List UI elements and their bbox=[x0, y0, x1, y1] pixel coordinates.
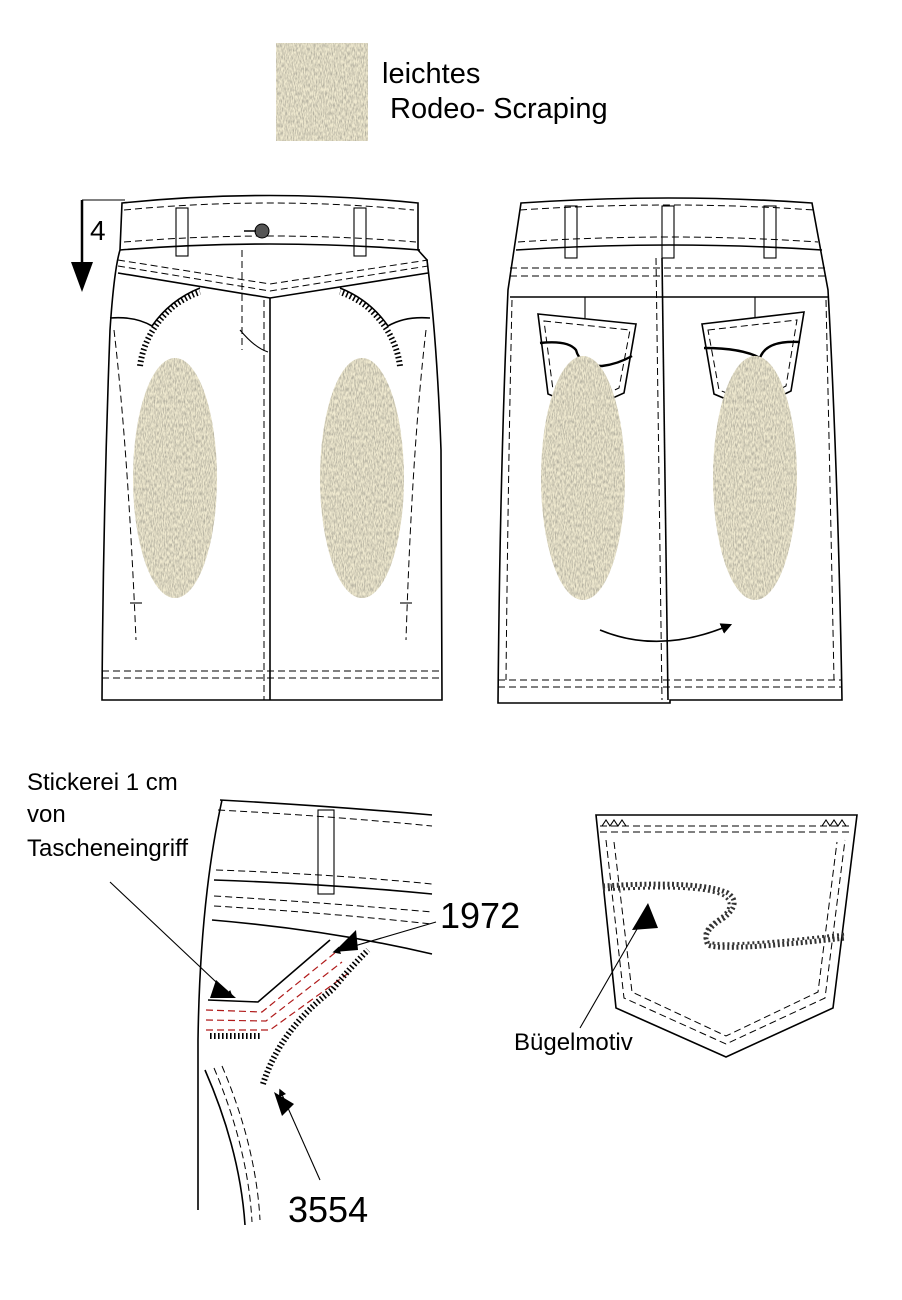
thread-code-1972: 1972 bbox=[440, 895, 520, 936]
button-icon bbox=[254, 223, 270, 239]
wrap-direction-arrow bbox=[599, 623, 733, 643]
thread-code-3554: 3554 bbox=[288, 1189, 368, 1230]
pocket-motif-label: Bügelmotiv bbox=[514, 1029, 633, 1056]
legend: leichtes Rodeo- Scraping bbox=[276, 43, 608, 141]
legend-line-1: leichtes bbox=[382, 58, 480, 90]
back-scraping-right bbox=[713, 356, 797, 600]
embroidery-note-line-1: Stickerei 1 cm bbox=[27, 769, 178, 796]
embroidery-note-line-2: von bbox=[27, 801, 66, 828]
skirt-front-view: 4 bbox=[71, 194, 443, 701]
measure-value: 4 bbox=[90, 215, 106, 246]
skirt-back-view bbox=[497, 197, 843, 704]
measure-indicator: 4 bbox=[71, 199, 125, 292]
pocket-detail: Stickerei 1 cm von Tascheneingriff 1972 … bbox=[27, 769, 520, 1230]
scraping-swatch bbox=[276, 43, 368, 141]
back-pocket-motif-detail: Bügelmotiv bbox=[514, 814, 858, 1058]
embroidery-note-line-3: Tascheneingriff bbox=[27, 835, 188, 862]
measure-arrow-icon bbox=[71, 262, 93, 292]
front-scraping-left bbox=[133, 358, 217, 598]
legend-line-2: Rodeo- Scraping bbox=[390, 93, 608, 125]
front-scraping-right bbox=[320, 358, 404, 598]
back-scraping-left bbox=[541, 356, 625, 600]
